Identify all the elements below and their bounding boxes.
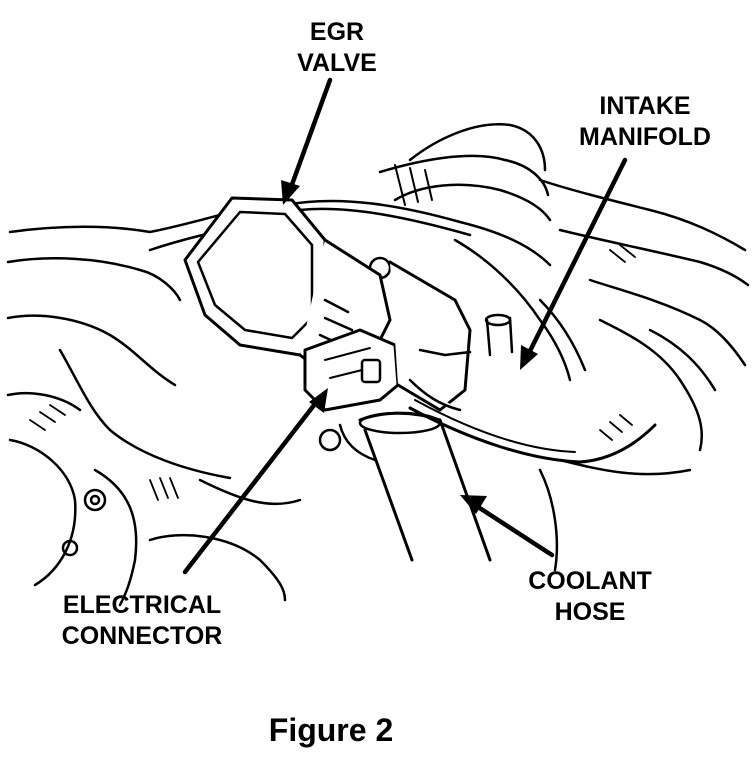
label-electrical-connector: ELECTRICAL CONNECTOR — [42, 590, 242, 652]
leader-arrows — [182, 77, 628, 575]
intake-manifold-leader — [525, 157, 628, 358]
label-coolant-hose-line1: COOLANT — [528, 567, 652, 595]
egr-valve-leader — [287, 77, 333, 193]
egr-valve-arrowhead — [281, 180, 300, 205]
label-coolant-hose-line2: HOSE — [554, 598, 626, 626]
arrow-heads — [281, 180, 538, 514]
intake-manifold-arrowhead — [520, 345, 538, 370]
electrical-connector-arrowhead — [309, 388, 328, 413]
coolant-hose-arrowhead — [460, 495, 487, 514]
label-egr-valve: EGR VALVE — [282, 17, 392, 79]
intake-manifold-shape — [283, 164, 572, 382]
label-intake-manifold: INTAKE MANIFOLD — [560, 91, 730, 153]
label-coolant-hose: COOLANT HOSE — [510, 566, 670, 628]
coolant-hose-leader — [472, 502, 555, 558]
label-intake-manifold-line2: MANIFOLD — [579, 123, 711, 151]
label-electrical-connector-line2: CONNECTOR — [61, 622, 223, 650]
label-egr-valve-line1: EGR — [309, 18, 365, 46]
electrical-connector-leader — [182, 397, 321, 575]
engine-background-outlines — [6, 122, 750, 607]
wire-line — [408, 399, 657, 464]
coolant-hose-shape — [338, 411, 492, 562]
label-egr-valve-line2: VALVE — [297, 49, 377, 77]
figure-caption: Figure 2 — [268, 712, 394, 748]
label-electrical-connector-line1: ELECTRICAL — [62, 591, 222, 619]
egr-valve-body — [183, 196, 472, 412]
label-intake-manifold-line1: INTAKE — [599, 92, 691, 120]
